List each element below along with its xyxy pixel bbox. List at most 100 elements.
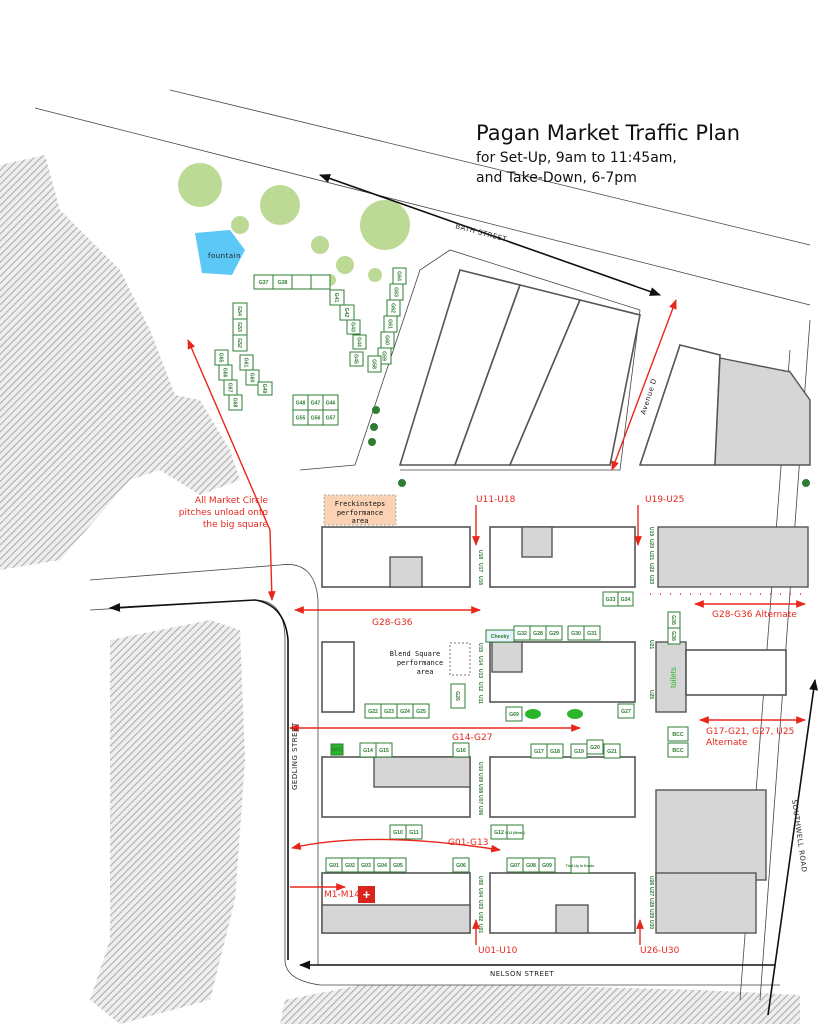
map-subtitle: and Take-Down, 6-7pm bbox=[476, 170, 637, 186]
pitch: G06 bbox=[452, 857, 470, 873]
unit-pitch-label: U13 bbox=[477, 669, 483, 678]
unit-pitch-label: U29 bbox=[648, 909, 654, 918]
pitch-label: G67 bbox=[227, 383, 233, 393]
pitch: G09 bbox=[538, 857, 556, 873]
toilets-label: toilets bbox=[669, 667, 678, 688]
pitch: G22 bbox=[364, 703, 382, 719]
pitch: G24 bbox=[396, 703, 414, 719]
pitch-box bbox=[546, 743, 564, 759]
pitch: G23 bbox=[380, 703, 398, 719]
route-label: G01-G13 bbox=[448, 838, 488, 848]
pitch: G67 bbox=[223, 379, 238, 396]
pitch: BCC bbox=[667, 726, 689, 742]
freckinsteps-area bbox=[323, 494, 397, 526]
route-label: M1-M14 bbox=[324, 890, 360, 900]
pitch-box bbox=[310, 274, 331, 290]
pitch: G66 bbox=[218, 364, 233, 381]
pitch-box bbox=[291, 274, 312, 290]
route-label: Alternate bbox=[706, 738, 748, 748]
pitch-box bbox=[352, 334, 367, 350]
pitch-label: G61 bbox=[243, 358, 249, 368]
unit-pitch-label: U11 bbox=[477, 695, 483, 704]
pitch: G13 (Mead) bbox=[505, 824, 525, 840]
pitch-label: Cheeky bbox=[491, 634, 510, 640]
pitch: G36 bbox=[667, 627, 681, 645]
pitch: G49 bbox=[257, 381, 273, 396]
pitch: G08 bbox=[522, 857, 540, 873]
pitch: NFC bbox=[330, 743, 344, 756]
pitch: G04 bbox=[373, 857, 391, 873]
unit-pitch-label: U25 bbox=[648, 690, 654, 699]
pitch: G61 bbox=[239, 354, 254, 371]
unit-pitch-label: U21 bbox=[648, 640, 654, 649]
pitch-box bbox=[586, 739, 604, 755]
fountain-label: fountain bbox=[208, 252, 241, 260]
pitch-label: G09 bbox=[542, 863, 552, 869]
route-label: G17-G21, G27, U25 bbox=[706, 727, 794, 737]
pitch: G60 bbox=[245, 369, 260, 386]
pitch-label: G13 (Mead) bbox=[505, 831, 525, 835]
pitch-box bbox=[375, 742, 393, 758]
pitch: G10 bbox=[389, 824, 407, 840]
pitch-box bbox=[505, 706, 523, 722]
pitch: G58 bbox=[367, 355, 382, 373]
first-aid-icon bbox=[358, 886, 375, 903]
pitch-label: G57 bbox=[326, 416, 336, 422]
pitch-label: G28 bbox=[533, 631, 543, 637]
route-label: G14-G27 bbox=[452, 733, 492, 743]
pitch-label: G06 bbox=[456, 863, 466, 869]
unit-pitch-label: U28 bbox=[648, 898, 654, 907]
pitch: G15 bbox=[375, 742, 393, 758]
pitch-label: G02 bbox=[345, 863, 355, 869]
unit-pitch-label: U15 bbox=[477, 643, 483, 652]
pitch: G30 bbox=[567, 625, 585, 641]
unit-pitch-label: U02 bbox=[477, 912, 483, 921]
route-label: U01-U10 bbox=[478, 946, 518, 956]
street-label-gedling: GEDLING STREET bbox=[291, 722, 299, 790]
pitch: G65 bbox=[214, 349, 229, 366]
pitch-box bbox=[545, 625, 563, 641]
first-aid-symbol: + bbox=[363, 887, 371, 902]
pitch-box bbox=[570, 856, 590, 874]
route-label: U19-U25 bbox=[645, 495, 684, 505]
pitch-label: G52 bbox=[236, 338, 242, 348]
pitch: G46 bbox=[322, 394, 339, 411]
pitch: G47 bbox=[307, 394, 324, 411]
pitch-label: G37 bbox=[259, 280, 269, 286]
pitch-label: BCC bbox=[672, 748, 683, 754]
pitch-box bbox=[367, 355, 382, 373]
pitch-label: G63 bbox=[393, 287, 399, 297]
unit-pitch-label: U19 bbox=[648, 527, 654, 536]
pitch: G25 bbox=[412, 703, 430, 719]
pitch-label: G38 bbox=[278, 280, 288, 286]
blend-square-label: area bbox=[417, 668, 434, 676]
pitch-box bbox=[452, 857, 470, 873]
route-label: G28-G36 bbox=[372, 618, 413, 628]
unit-pitch-label: U22 bbox=[648, 563, 654, 572]
pitch-box bbox=[667, 742, 689, 758]
pitch-label: G24 bbox=[400, 709, 410, 715]
pitch-label: G42 bbox=[343, 308, 349, 318]
pitch-label: G47 bbox=[311, 401, 321, 407]
unit-pitch-label: U18 bbox=[477, 550, 483, 559]
pitch-label: G35 bbox=[670, 615, 676, 625]
pitch-label: G60 bbox=[249, 373, 255, 383]
freckinsteps-label: area bbox=[352, 517, 369, 525]
pitch-label: G21 bbox=[607, 749, 617, 755]
pitch: G42 bbox=[339, 304, 355, 321]
pitch-box bbox=[506, 824, 524, 840]
unit-pitch-label: U12 bbox=[477, 682, 483, 691]
route-note: the big square bbox=[203, 520, 269, 530]
pitch-label: G03 bbox=[361, 863, 371, 869]
pitch-label: G54 bbox=[236, 306, 242, 316]
pitch-box bbox=[667, 726, 689, 742]
pitch-box bbox=[349, 351, 364, 367]
pitch-label: G45 bbox=[353, 354, 359, 364]
pitch: G16 bbox=[452, 742, 470, 758]
traffic-flow-arrows bbox=[108, 174, 819, 1016]
pitch-label: G10 bbox=[393, 830, 403, 836]
blend-square-label: Blend Square bbox=[390, 650, 441, 658]
pitch-label: G36 bbox=[670, 631, 676, 641]
pitch-label: G19 bbox=[574, 749, 584, 755]
pitch: G63 bbox=[389, 283, 404, 301]
